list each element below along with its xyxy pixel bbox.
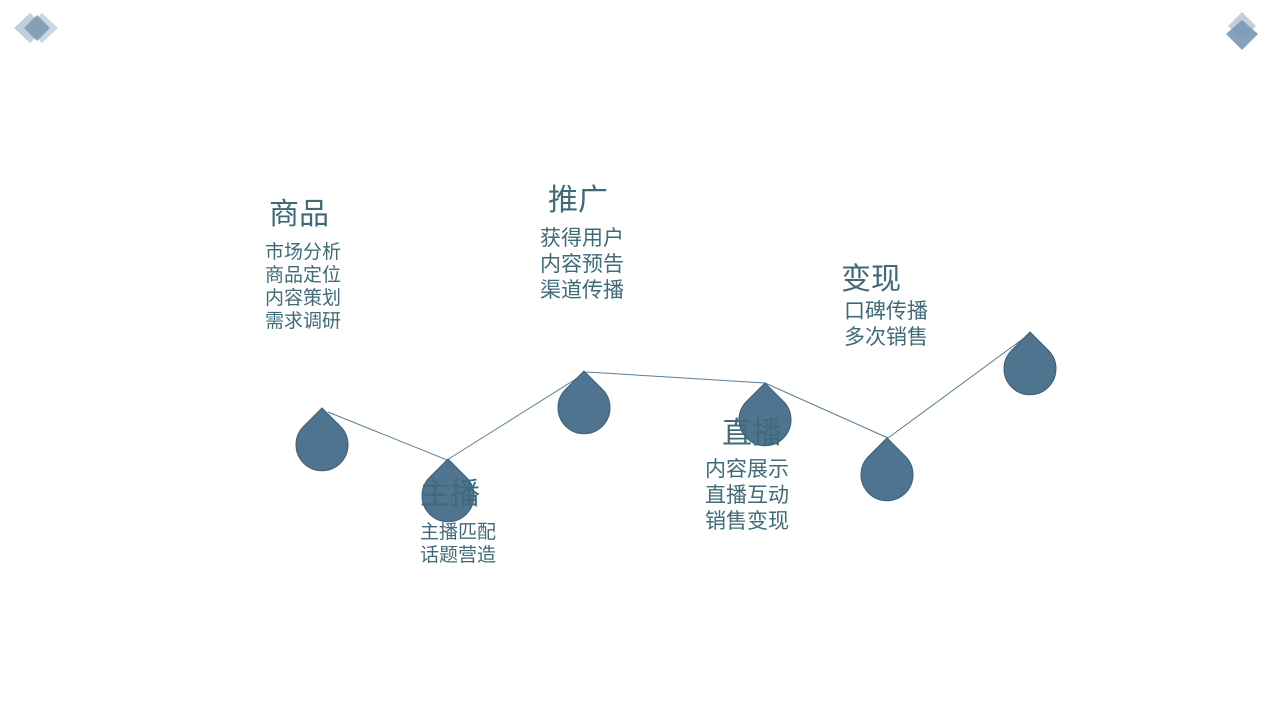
map-pin-icon bbox=[557, 370, 611, 435]
stage-anchor: 主播 主播匹配 话题营造 bbox=[420, 477, 496, 567]
stage-promotion: 推广 获得用户 内容预告 渠道传播 bbox=[540, 183, 624, 303]
stage-title: 直播 bbox=[722, 416, 782, 451]
stage-title: 主播 bbox=[420, 477, 480, 512]
stage-item: 多次销售 bbox=[844, 325, 928, 349]
stage-product: 商品 市场分析 商品定位 内容策划 需求调研 bbox=[265, 197, 341, 333]
stage-item: 口碑传播 bbox=[844, 299, 928, 323]
stage-item: 需求调研 bbox=[265, 310, 342, 332]
stage-item: 渠道传播 bbox=[540, 278, 624, 302]
map-pin-icon bbox=[1003, 331, 1057, 396]
stage-title: 商品 bbox=[269, 197, 329, 232]
stage-item: 获得用户 bbox=[540, 226, 624, 250]
map-pin-icon bbox=[421, 458, 475, 523]
stage-title: 变现 bbox=[841, 262, 901, 297]
diamond-decoration-left-icon bbox=[14, 13, 58, 43]
stage-title: 推广 bbox=[548, 183, 608, 218]
stage-item: 市场分析 bbox=[265, 241, 342, 263]
stage-item: 话题营造 bbox=[420, 544, 497, 566]
map-pin-icon bbox=[860, 437, 914, 502]
stage-item: 内容预告 bbox=[540, 252, 624, 276]
map-pin-icon bbox=[295, 407, 349, 472]
stage-item: 主播匹配 bbox=[420, 521, 497, 543]
map-pin-icon bbox=[738, 382, 792, 447]
route-line bbox=[327, 332, 1032, 461]
diamond-decoration-right-icon bbox=[1226, 12, 1258, 50]
stage-monetization: 变现 口碑传播 多次销售 bbox=[841, 262, 928, 350]
stage-item: 销售变现 bbox=[705, 509, 789, 533]
stage-item: 内容策划 bbox=[265, 287, 342, 309]
stage-livestream: 直播 内容展示 直播互动 销售变现 bbox=[705, 416, 789, 534]
stage-item: 内容展示 bbox=[705, 457, 789, 481]
stage-item: 商品定位 bbox=[265, 264, 342, 286]
stage-item: 直播互动 bbox=[705, 483, 789, 507]
